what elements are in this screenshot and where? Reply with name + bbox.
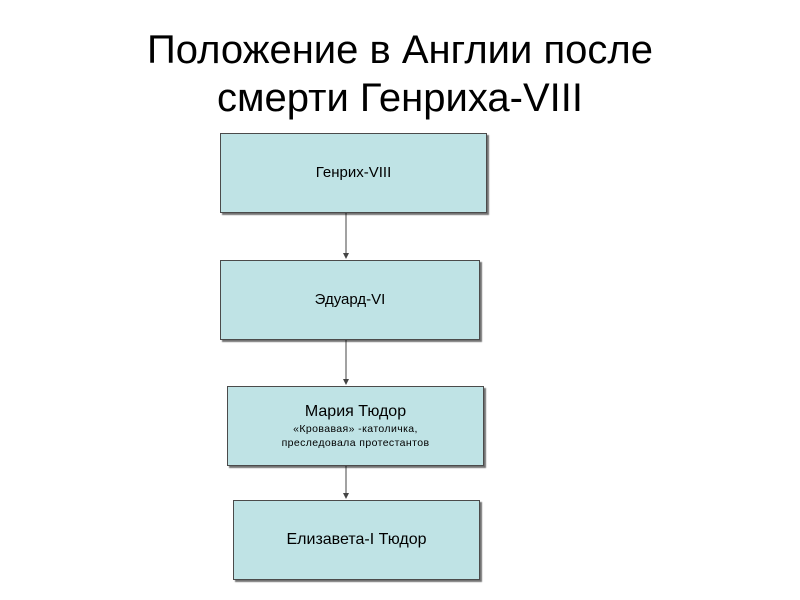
node-note-line-2: преследовала протестантов: [281, 437, 430, 449]
node-label: Елизавета-I Тюдор: [286, 531, 427, 548]
node-elizabeth-i: Елизавета-I Тюдор: [233, 500, 480, 580]
node-henry-viii: Генрих-VIII: [220, 133, 487, 213]
node-note-line-1: «Кровавая» -католичка,: [293, 423, 418, 435]
node-label: Мария Тюдор: [304, 403, 407, 420]
node-label: Генрих-VIII: [315, 164, 392, 181]
node-label: Эдуард-VI: [314, 291, 386, 308]
slide-title-line-2: смерти Генриха-VIII: [217, 76, 583, 120]
slide-title: Положение в Англии после смерти Генриха-…: [0, 26, 800, 122]
node-mary-tudor: Мария Тюдор «Кровавая» -католичка, пресл…: [227, 386, 484, 466]
slide-title-line-1: Положение в Англии после: [147, 28, 653, 72]
node-edward-vi: Эдуард-VI: [220, 260, 480, 340]
